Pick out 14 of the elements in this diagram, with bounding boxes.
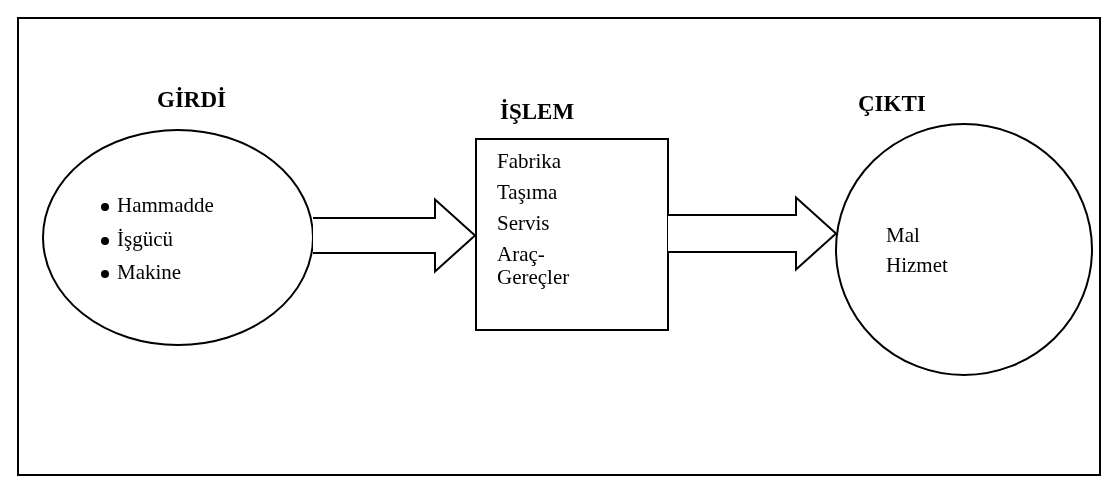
list-item: Taşıma (497, 181, 559, 204)
node-heading: ÇIKTI (858, 92, 926, 115)
list-item: Mal (886, 224, 921, 247)
list-item: İşgücü (117, 228, 174, 251)
list-item: Hizmet (886, 254, 949, 277)
block-arrow (312, 197, 477, 274)
list-item: Hammadde (117, 194, 215, 217)
list-item: Fabrika (497, 150, 563, 173)
list-item: Servis (497, 212, 551, 235)
node-heading: İŞLEM (500, 100, 575, 123)
block-arrow (667, 195, 838, 272)
node-heading: GİRDİ (157, 88, 226, 111)
list-item: Araç- Gereçler (497, 243, 571, 289)
list-item: Makine (117, 261, 183, 284)
